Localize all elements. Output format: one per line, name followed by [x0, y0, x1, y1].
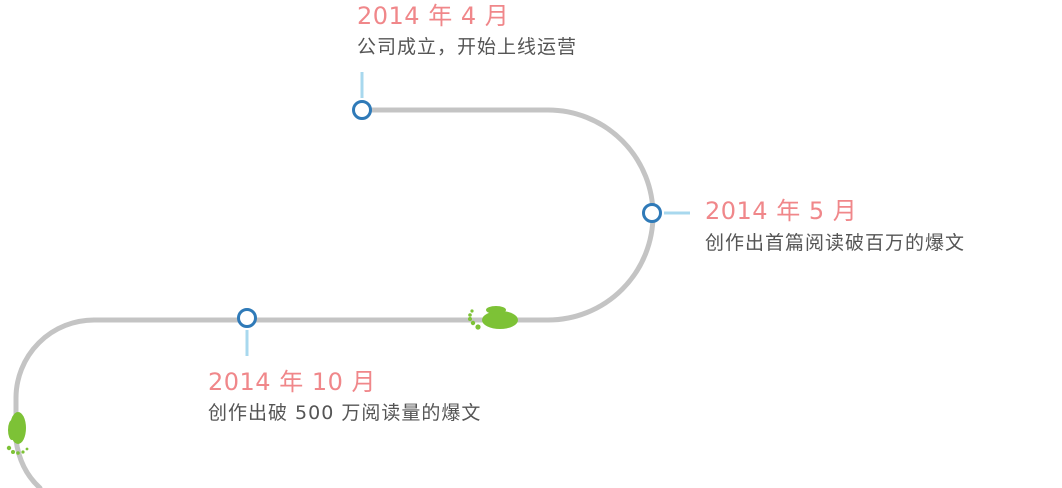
milestone-2-node [642, 203, 662, 223]
timeline-path [13, 107, 656, 488]
milestone-3-date: 2014 年 10 月 [208, 368, 377, 396]
footprint-icon [468, 306, 518, 330]
milestone-3-description: 创作出破 500 万阅读量的爆文 [208, 402, 482, 424]
milestone-2-description: 创作出首篇阅读破百万的爆文 [705, 232, 966, 254]
milestone-3-node [237, 308, 257, 328]
milestone-2-date: 2014 年 5 月 [705, 197, 858, 225]
milestone-1-node [352, 100, 372, 120]
footprint-icon [6, 412, 29, 455]
milestone-1-date: 2014 年 4 月 [357, 2, 510, 30]
milestone-1-description: 公司成立，开始上线运营 [357, 36, 578, 58]
